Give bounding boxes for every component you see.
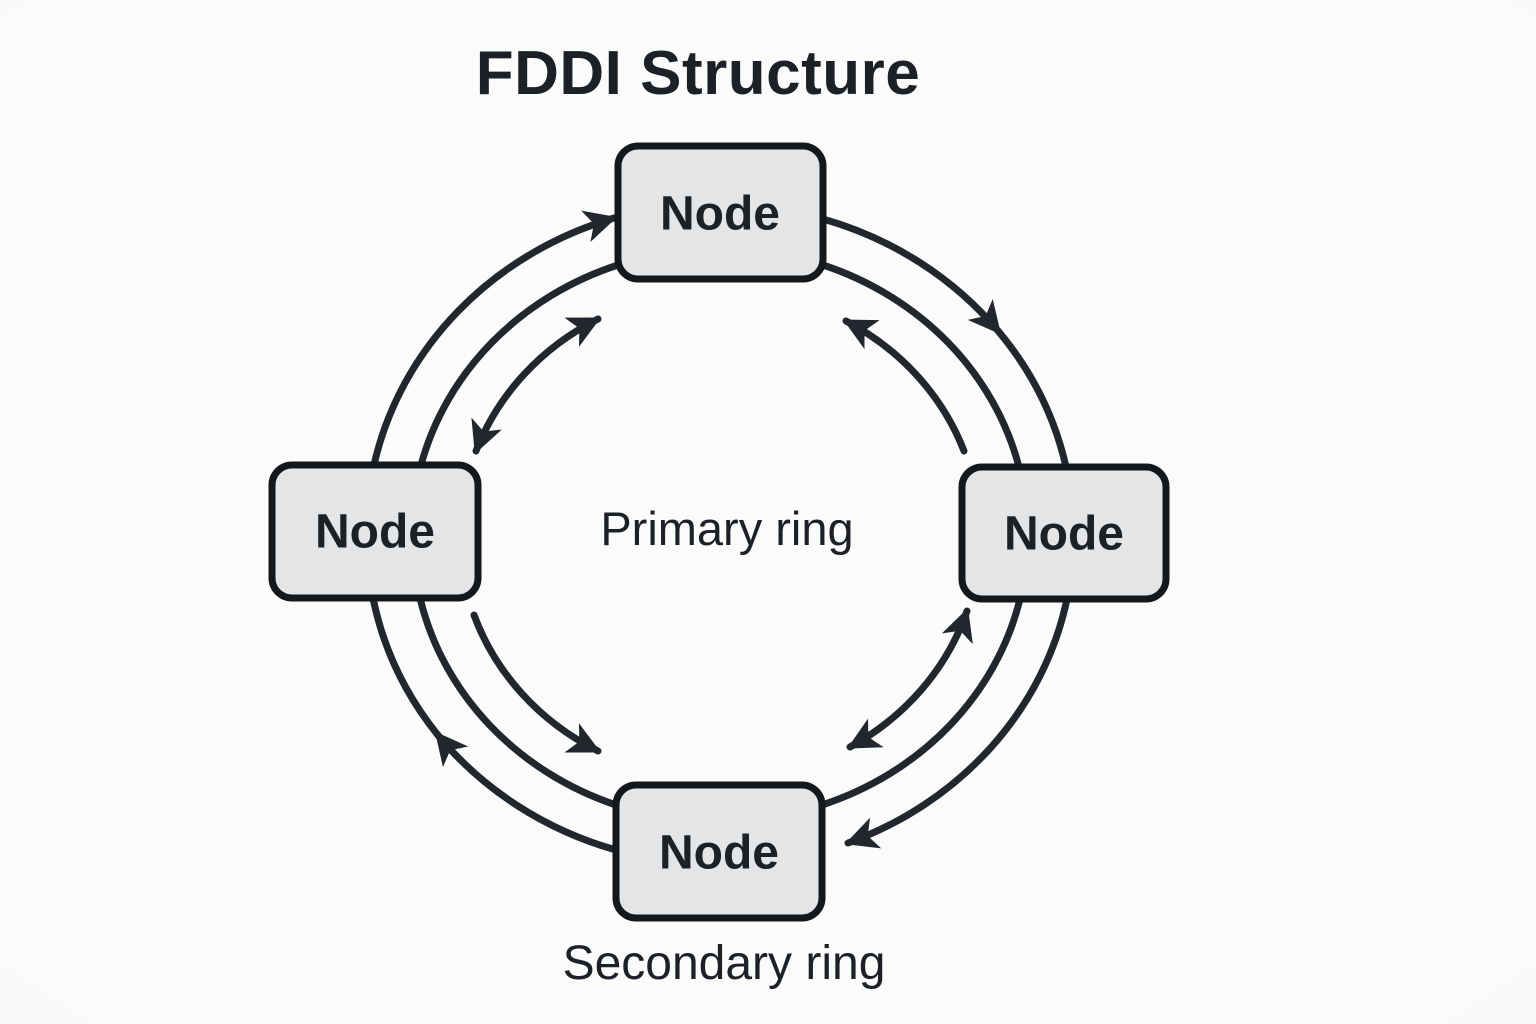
node-top-box bbox=[614, 142, 827, 283]
node-bottom-label: Node bbox=[659, 827, 779, 880]
primary-ring-arc-lower-right bbox=[818, 595, 1024, 809]
node-top-label: Node bbox=[660, 188, 780, 241]
secondary-ring-label: Secondary ring bbox=[562, 937, 886, 990]
secondary-ring-arc-lower-right bbox=[844, 595, 1071, 849]
secondary-ring-arc-lower-left bbox=[369, 594, 441, 738]
primary-ring-arc-upper-left bbox=[417, 261, 622, 469]
secondary-ring-arc-upper-left bbox=[370, 210, 618, 469]
secondary-ring-arc-lower-left-arrow bbox=[433, 730, 620, 854]
primary-ring-flow-arrows bbox=[470, 315, 973, 755]
diagram-title: FDDI Structure bbox=[475, 39, 921, 108]
secondary-ring-arc-upper-right-arrow bbox=[819, 215, 1003, 336]
flow-arrow-upper-right bbox=[842, 317, 968, 455]
node-left-box bbox=[268, 461, 482, 602]
flow-arrow-upper-left bbox=[471, 315, 602, 455]
node-left: Node bbox=[268, 461, 482, 602]
node-right-label: Node bbox=[1004, 508, 1124, 561]
node-right-box bbox=[958, 463, 1170, 603]
flow-arrow-lower-left bbox=[470, 611, 602, 755]
primary-ring-label: Primary ring bbox=[600, 502, 854, 555]
node-bottom-box bbox=[612, 781, 826, 922]
secondary-ring-outer-circle bbox=[369, 210, 1071, 854]
node-right: Node bbox=[958, 463, 1170, 603]
secondary-ring-arc-upper-right bbox=[995, 328, 1070, 471]
node-bottom: Node bbox=[612, 781, 826, 922]
node-top: Node bbox=[614, 142, 827, 283]
flow-arrow-lower-right bbox=[846, 607, 973, 751]
primary-ring-arc-lower-left bbox=[416, 594, 620, 809]
node-left-label: Node bbox=[315, 506, 435, 559]
primary-ring-arc-upper-right bbox=[819, 261, 1023, 471]
